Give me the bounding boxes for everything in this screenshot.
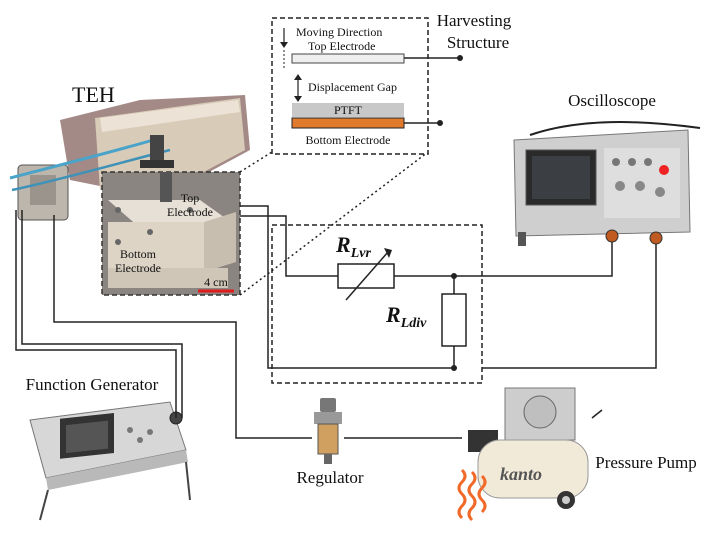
regulator-label: Regulator (296, 468, 363, 487)
ptft-layer (292, 103, 404, 117)
photo-top-label-1: Top (181, 191, 200, 205)
ptft-label: PTFT (334, 103, 363, 117)
displacement-gap-label: Displacement Gap (308, 80, 397, 94)
r-ldiv-sub: Ldiv (400, 316, 427, 331)
oscilloscope (513, 121, 701, 246)
inset-bottom-electrode-label: Bottom Electrode (306, 133, 391, 147)
svg-text:RLdiv: RLdiv (385, 302, 427, 331)
r-lvr-sub: Lvr (350, 246, 372, 261)
moving-direction-label: Moving Direction (296, 25, 382, 39)
teh-label: TEH (72, 82, 115, 107)
bottom-electrode-plate (291, 117, 405, 129)
harvesting-label-1: Harvesting (437, 11, 512, 30)
variable-resistor (337, 263, 395, 289)
top-electrode-plate (291, 53, 405, 64)
oscilloscope-label: Oscilloscope (568, 91, 656, 110)
scale-label: 4 cm (204, 275, 228, 289)
function-generator (29, 401, 191, 521)
photo-top-label-2: Electrode (167, 205, 213, 219)
r-ldiv-main: R (385, 302, 401, 327)
inset-top-electrode-label: Top Electrode (308, 39, 375, 53)
photo-bottom-label-1: Bottom (120, 247, 157, 261)
load-circuit-box (271, 224, 483, 384)
electrode-photo (101, 171, 241, 296)
function-generator-label: Function Generator (26, 375, 159, 394)
regulator (314, 398, 342, 464)
photo-bottom-label-2: Electrode (115, 261, 161, 275)
divider-resistor (441, 293, 467, 347)
harvesting-structure-inset (271, 17, 463, 155)
pump-brand: kanto (500, 464, 542, 484)
pressure-pump-label: Pressure Pump (595, 453, 697, 472)
svg-text:RLvr: RLvr (335, 232, 371, 261)
harvesting-label-2: Structure (447, 33, 509, 52)
teh-device (9, 95, 250, 221)
pressure-pump: kanto (457, 387, 603, 522)
r-lvr-main: R (335, 232, 351, 257)
